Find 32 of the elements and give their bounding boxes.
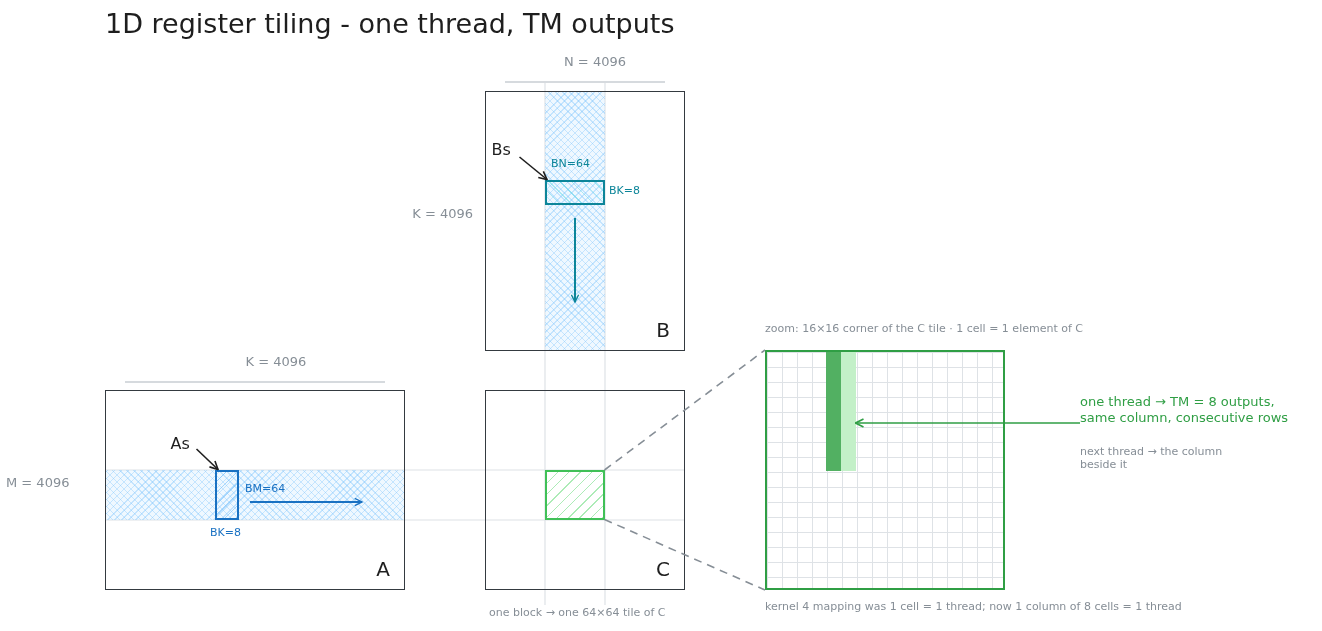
zoom-guide-line bbox=[603, 349, 766, 471]
dimension-label: K = 4096 bbox=[412, 206, 473, 222]
arrow bbox=[854, 418, 1081, 428]
matrix-letter: B bbox=[656, 318, 670, 342]
thread-column bbox=[825, 351, 841, 471]
matrix-box bbox=[485, 91, 685, 351]
dimension-label: N = 4096 bbox=[564, 54, 626, 70]
dimension-label: K = 4096 bbox=[245, 354, 307, 370]
shared-tile bbox=[214, 469, 239, 520]
leader-arrow bbox=[518, 156, 548, 181]
matrix-letter: C bbox=[656, 557, 670, 581]
dimension-label: BM=64 bbox=[245, 482, 286, 496]
zoom-guide-line bbox=[603, 518, 766, 591]
dimension-label: M = 4096 bbox=[6, 475, 70, 491]
zoomed-cell-grid bbox=[765, 350, 1005, 590]
leader-label: As bbox=[170, 433, 197, 456]
caption-text: kernel 4 mapping was 1 cell = 1 thread; now 1 column of 8 cells = 1 thread bbox=[765, 600, 1182, 614]
diagram-title: 1D register tiling - one thread, TM outputs bbox=[105, 8, 675, 41]
dimension-label: BN=64 bbox=[551, 157, 590, 171]
leader-label: Bs bbox=[491, 139, 520, 162]
caption-text: one block → one 64×64 tile of C bbox=[489, 606, 666, 620]
dimension-label: BK=8 bbox=[210, 526, 241, 540]
matrix-box bbox=[105, 390, 405, 590]
annotation-text: one thread → TM = 8 outputs, same column, consecutive rows bbox=[1080, 394, 1302, 434]
output-tile bbox=[544, 469, 605, 520]
caption-text: zoom: 16×16 corner of the C tile · 1 cell = 1 element of C bbox=[765, 322, 1083, 336]
dimension-label: BK=8 bbox=[609, 184, 640, 198]
matrix-box bbox=[485, 390, 685, 590]
leader-arrow bbox=[195, 448, 219, 471]
shared-tile bbox=[544, 179, 605, 205]
note-text: next thread → the column beside it bbox=[1080, 445, 1224, 472]
matrix-letter: A bbox=[376, 557, 390, 581]
